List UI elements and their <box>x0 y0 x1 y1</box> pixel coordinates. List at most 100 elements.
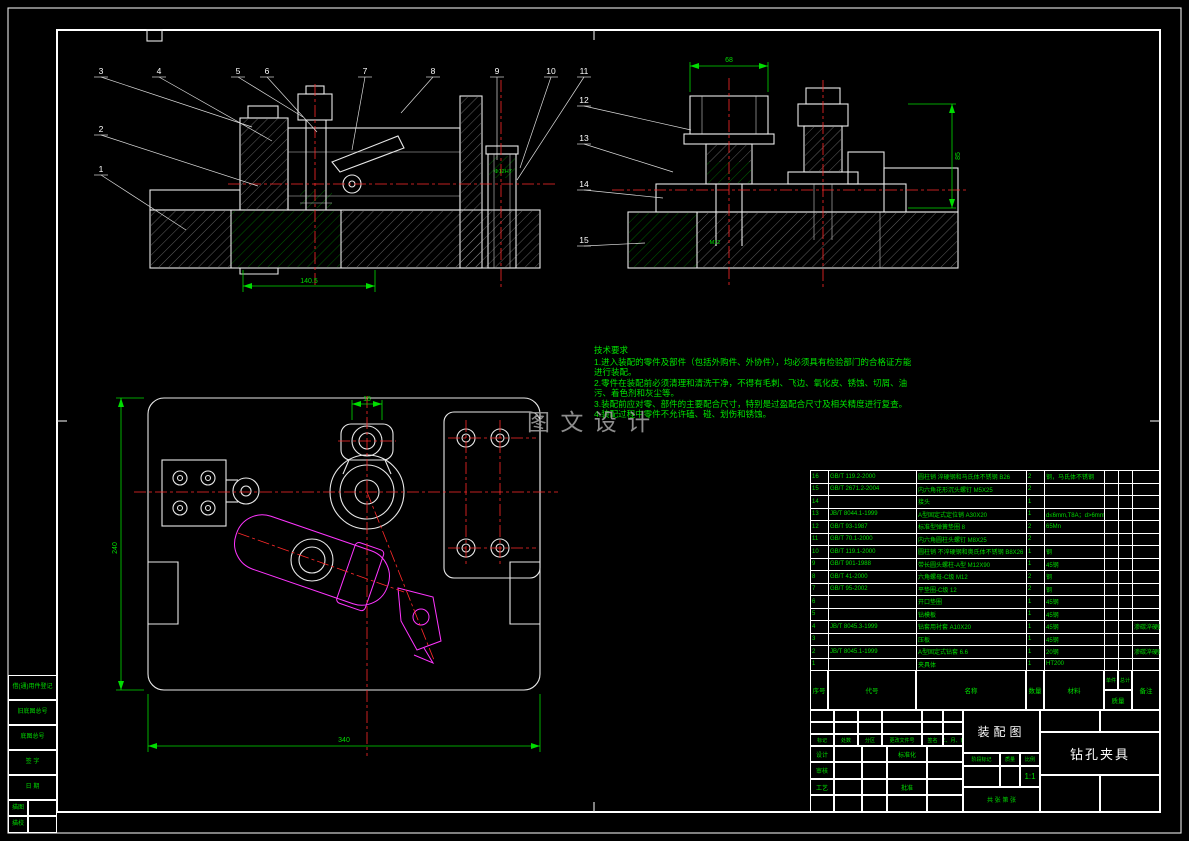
strip-cell <box>28 800 57 816</box>
callout-number: 7 <box>363 66 368 76</box>
titleblock-cell <box>862 762 887 779</box>
bom-cell-material <box>1045 483 1105 496</box>
bom-cell-remark <box>1133 483 1161 496</box>
bom-cell-no: 9 <box>811 558 829 571</box>
titleblock-cell <box>858 710 882 722</box>
bom-cell-unit <box>1105 646 1119 659</box>
bom-cell-total <box>1119 608 1133 621</box>
bom-cell-material: 钢 <box>1045 571 1105 584</box>
bom-cell-material: 20钢 <box>1045 646 1105 659</box>
bom-cell-unit <box>1105 633 1119 646</box>
bom-cell-unit <box>1105 483 1119 496</box>
titleblock-cell <box>943 722 963 734</box>
bom-cell-code <box>829 496 917 509</box>
bom-cell-name: 内六角圆柱头螺钉 M8X25 <box>917 533 1027 546</box>
front-section-view: 140.5 Φ12H7 <box>149 80 558 292</box>
bom-cell-remark: 渗碳淬硬磨光 <box>1133 621 1161 634</box>
bom-cell-unit <box>1105 621 1119 634</box>
bom-cell-total <box>1119 596 1133 609</box>
bom-cell-material: 45钢 <box>1045 558 1105 571</box>
parts-list-header: 序号 代号 名称 数量 材料 单件 总计 质量 备注 <box>810 670 1160 710</box>
titleblock-cell <box>858 722 882 734</box>
bom-cell-name: 开口垫圈 <box>917 596 1027 609</box>
titleblock-cell <box>862 779 887 795</box>
titleblock-cell <box>1100 775 1160 812</box>
bom-cell-qty: 2 <box>1027 571 1045 584</box>
bom-cell-name: 内六角花形沉头螺钉 M5X25 <box>917 483 1027 496</box>
technical-requirements: 技术要求 1.进入装配的零件及部件（包括外购件、外协件），均必须具有检验部门的合… <box>594 345 914 420</box>
watermark-text: 图 文 设 计 <box>527 409 653 435</box>
bom-cell-qty: 1 <box>1027 508 1045 521</box>
bom-cell-no: 12 <box>811 521 829 534</box>
titleblock-cell <box>1040 775 1100 812</box>
titleblock-rev-mark: 标记 <box>810 734 834 746</box>
bom-cell-total <box>1119 646 1133 659</box>
bom-cell-unit <box>1105 521 1119 534</box>
bom-cell-qty: 1 <box>1027 596 1045 609</box>
bom-cell-remark <box>1133 571 1161 584</box>
bom-cell-code <box>829 633 917 646</box>
bom-cell-unit <box>1105 533 1119 546</box>
strip-signature: 签 字 <box>8 750 57 775</box>
bom-cell-remark <box>1133 608 1161 621</box>
bom-cell-no: 15 <box>811 483 829 496</box>
bom-cell-total <box>1119 521 1133 534</box>
bom-cell-name: 圆柱销 淬硬钢和马氏体不锈钢 B26 <box>917 471 1027 484</box>
dim-plan-height: 240 <box>112 542 119 554</box>
bom-cell-no: 7 <box>811 583 829 596</box>
titleblock-role-design: 设计 <box>810 746 834 762</box>
titleblock-cell <box>887 762 927 779</box>
strip-date: 日 期 <box>8 775 57 800</box>
titleblock-cell <box>862 795 887 812</box>
titleblock-role-standardize: 标准化 <box>887 746 927 762</box>
bom-cell-no: 11 <box>811 533 829 546</box>
bom-cell-name: 钻套用衬套 A10X20 <box>917 621 1027 634</box>
bom-cell-total <box>1119 483 1133 496</box>
titleblock-cell <box>834 795 862 812</box>
bom-cell-unit <box>1105 596 1119 609</box>
titleblock-cell <box>927 746 963 762</box>
bom-cell-total <box>1119 621 1133 634</box>
titleblock-mass-label: 质量 <box>1000 753 1020 766</box>
bom-cell-unit <box>1105 471 1119 484</box>
callout-number: 13 <box>579 133 589 143</box>
callout-number: 4 <box>157 66 162 76</box>
bom-cell-qty: 2 <box>1027 533 1045 546</box>
bom-header-name: 名称 <box>916 670 1026 710</box>
bom-cell-total <box>1119 508 1133 521</box>
clamp-arm <box>234 514 390 612</box>
titleblock-cell <box>922 710 943 722</box>
titleblock-cell <box>834 710 858 722</box>
titleblock-role-process: 工艺 <box>810 779 834 795</box>
bom-cell-material: 钢，马氏体不锈钢 <box>1045 471 1105 484</box>
titleblock-cell <box>927 779 963 795</box>
bom-cell-unit <box>1105 508 1119 521</box>
bom-cell-qty: 1 <box>1027 621 1045 634</box>
sheet-note: 共 张 第 张 <box>963 787 1040 812</box>
bom-cell-total <box>1119 633 1133 646</box>
callout-number: 1 <box>99 164 104 174</box>
bom-cell-code: JB/T 8045.3-1999 <box>829 621 917 634</box>
part-name: 钻孔夹具 <box>1040 732 1160 775</box>
titleblock-cell <box>927 762 963 779</box>
bom-cell-qty: 1 <box>1027 633 1045 646</box>
bom-header-remark: 备注 <box>1132 670 1160 710</box>
bom-cell-code: GB/T 70.1-2000 <box>829 533 917 546</box>
dim-front-base-width: 140.5 <box>300 278 318 285</box>
plan-view: 340 240 18 <box>112 396 558 756</box>
drawing-name: 装配图 <box>963 710 1040 753</box>
bom-cell-no: 4 <box>811 621 829 634</box>
dim-stud-thread: M12 <box>710 240 721 246</box>
dim-bushing-bore: Φ12H7 <box>494 169 512 175</box>
bom-cell-qty: 1 <box>1027 608 1045 621</box>
bom-cell-material: 65Mn <box>1045 521 1105 534</box>
titleblock-cell <box>1100 710 1160 732</box>
titleblock-cell <box>834 779 862 795</box>
bom-cell-qty: 2 <box>1027 521 1045 534</box>
bom-cell-unit <box>1105 608 1119 621</box>
bom-cell-remark <box>1133 508 1161 521</box>
